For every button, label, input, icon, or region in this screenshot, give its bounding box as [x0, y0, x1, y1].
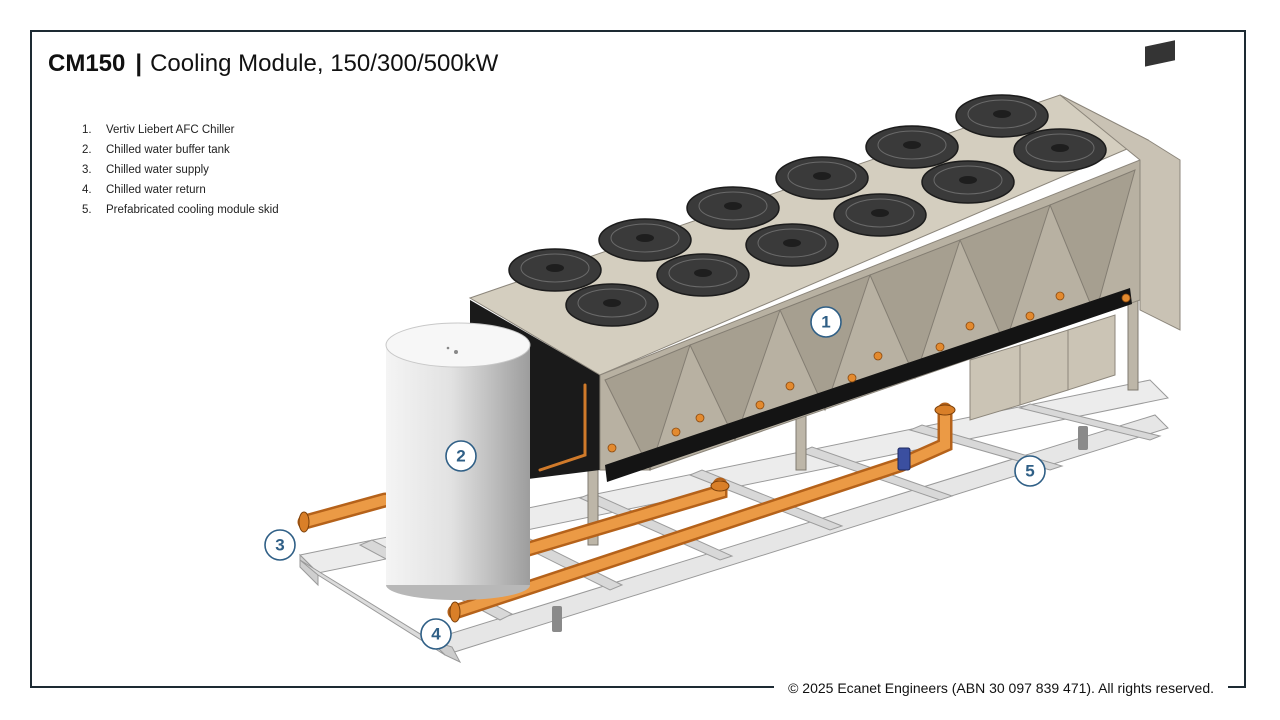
legend-item: 4.Chilled water return [82, 184, 206, 196]
svg-text:5: 5 [1025, 462, 1034, 481]
svg-text:2: 2 [456, 447, 465, 466]
pipe-flanges [298, 404, 956, 623]
legend-item: 5.Prefabricated cooling module skid [82, 204, 279, 216]
copyright-footer: © 2025 Ecanet Engineers (ABN 30 097 839 … [774, 678, 1228, 698]
title-code: CM150 [48, 50, 126, 77]
skid-lug [552, 606, 562, 632]
callout-chiller: 1 [810, 306, 842, 338]
callout-supply: 3 [264, 529, 296, 561]
title-separator: | [135, 50, 143, 77]
legend-item: 2.Chilled water buffer tank [82, 144, 230, 156]
svg-text:1: 1 [821, 313, 830, 332]
callout-return: 4 [420, 618, 452, 650]
legend-item: 3.Chilled water supply [82, 164, 209, 176]
legend-item: 1.Vertiv Liebert AFC Chiller [82, 124, 235, 136]
slide-frame [30, 30, 1246, 688]
skid-lug [1078, 426, 1088, 450]
svg-text:3: 3 [275, 536, 284, 555]
title-text: Cooling Module, 150/300/500kW [150, 50, 499, 77]
svg-text:4: 4 [431, 625, 441, 644]
component-legend: 1.Vertiv Liebert AFC Chiller 2.Chilled w… [82, 122, 279, 222]
condenser-fans [508, 94, 1107, 327]
callout-buffer-tank: 2 [445, 440, 477, 472]
page-title: CM150 | Cooling Module, 150/300/500kW [48, 50, 498, 78]
callout-skid: 5 [1014, 455, 1046, 487]
